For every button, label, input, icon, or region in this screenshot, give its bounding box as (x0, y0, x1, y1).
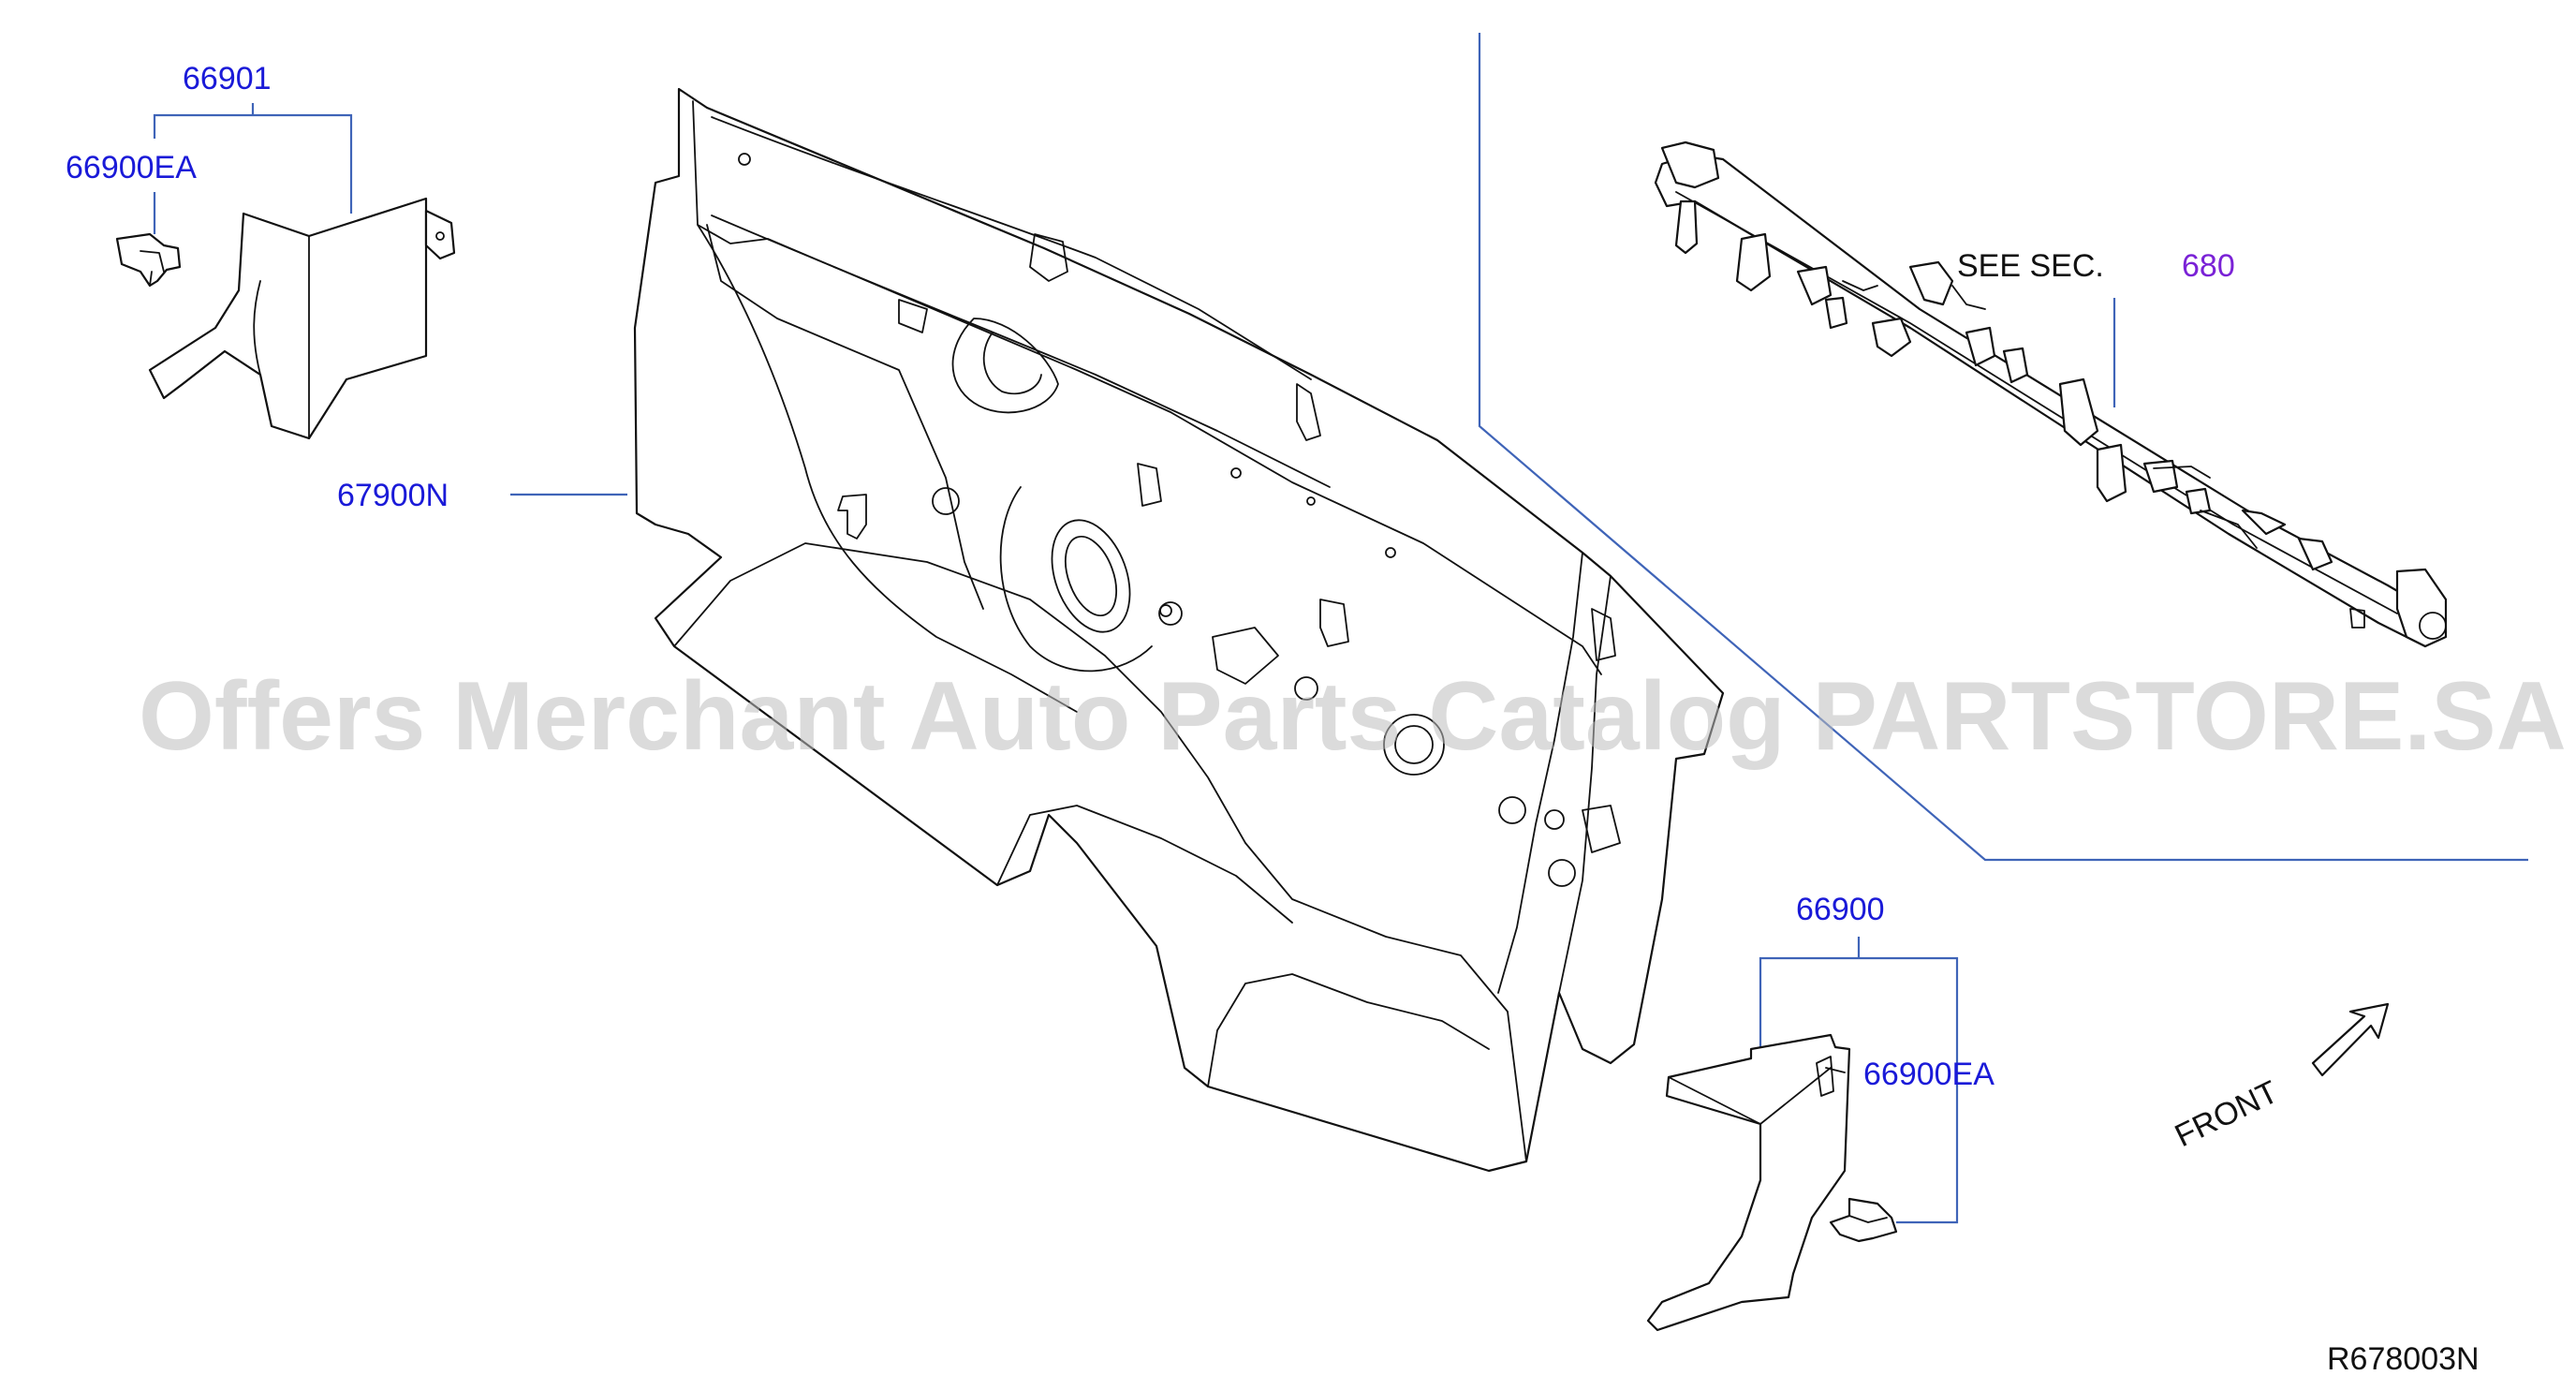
part-66901-cover (148, 197, 456, 440)
label-66900ea-right[interactable]: 66900EA (1863, 1057, 1995, 1092)
label-67900n[interactable]: 67900N (337, 478, 449, 513)
front-arrow-icon (2311, 1002, 2390, 1077)
diagram-code: R678003N (2327, 1341, 2480, 1377)
part-67900n-dash-insulator (633, 87, 1725, 1173)
label-66900[interactable]: 66900 (1796, 892, 1885, 927)
label-66900ea-left[interactable]: 66900EA (66, 150, 197, 185)
leader-lines (153, 33, 2528, 1224)
part-66900ea-clip-right (1829, 1197, 1898, 1243)
part-66900-cover (1646, 1033, 1851, 1332)
watermark-text: Offers Merchant Auto Parts Catalog PARTS… (139, 662, 2567, 771)
part-steering-member-sec680 (1654, 140, 2448, 648)
part-66900ea-clip-left (115, 232, 182, 288)
label-66901[interactable]: 66901 (183, 61, 272, 96)
label-see-sec: SEE SEC. (1957, 248, 2104, 284)
label-front: FRONT (2170, 1074, 2284, 1154)
label-sec-680[interactable]: 680 (2182, 248, 2235, 284)
